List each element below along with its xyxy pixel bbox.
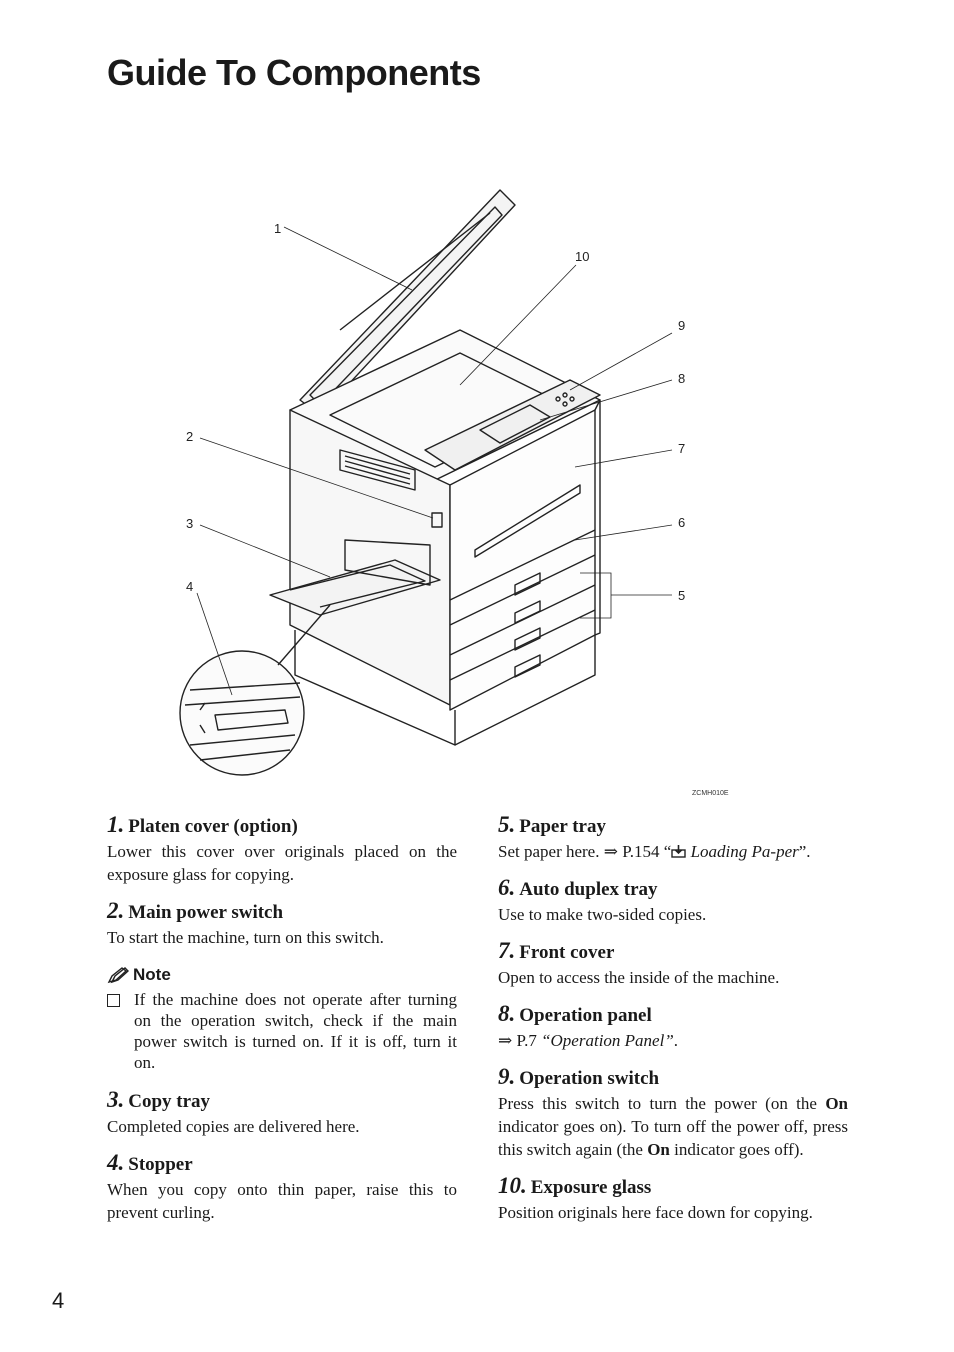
item-number: 1. <box>107 812 125 837</box>
item-copy-tray: 3.Copy tray Completed copies are deliver… <box>107 1087 457 1138</box>
desc-text: indicator goes on). To turn off the powe… <box>498 1117 848 1159</box>
callout-label: 6 <box>678 515 685 530</box>
item-description: Set paper here. ⇒ P.154 “ Loading Pa-per… <box>498 840 848 863</box>
item-front-cover: 7.Front cover Open to access the inside … <box>498 938 848 989</box>
desc-prefix: ⇒ P.7 <box>498 1031 542 1050</box>
item-number: 2. <box>107 898 125 923</box>
item-description: Press this switch to turn the power (on … <box>498 1092 848 1161</box>
note-body: If the machine does not operate after tu… <box>107 989 457 1073</box>
item-main-power-switch: 2.Main power switch To start the machine… <box>107 898 457 949</box>
figure-code: ZCMH010E <box>692 790 729 797</box>
description-column-left: 1.Platen cover (option) Lower this cover… <box>107 812 457 1236</box>
item-title: Platen cover (option) <box>128 816 298 837</box>
desc-text: Press this switch to turn the power (on … <box>498 1094 826 1113</box>
item-number: 4. <box>107 1150 125 1175</box>
page-number: 4 <box>52 1288 65 1313</box>
callout-label: 1 <box>274 221 281 236</box>
item-title: Main power switch <box>128 902 284 923</box>
indicator-name: On <box>825 1094 848 1113</box>
item-number: 3. <box>107 1087 125 1112</box>
checkbox-bullet-icon <box>107 994 120 1007</box>
callout-label: 4 <box>186 579 193 594</box>
item-number: 7. <box>498 938 516 963</box>
item-description: Open to access the inside of the machine… <box>498 968 780 987</box>
item-platen-cover: 1.Platen cover (option) Lower this cover… <box>107 812 457 886</box>
item-description: Use to make two-sided copies. <box>498 905 707 924</box>
item-title: Stopper <box>128 1154 193 1175</box>
cross-reference-link[interactable]: “Operation Panel” <box>541 1031 674 1050</box>
callout-label: 9 <box>678 318 685 333</box>
load-paper-icon <box>671 845 687 858</box>
item-title: Exposure glass <box>530 1177 652 1198</box>
item-auto-duplex-tray: 6.Auto duplex tray Use to make two-sided… <box>498 875 848 926</box>
callout-label: 3 <box>186 516 193 531</box>
item-description: Position originals here face down for co… <box>498 1203 813 1222</box>
indicator-name: On <box>647 1140 670 1159</box>
desc-prefix: Set paper here. ⇒ P.154 “ <box>498 842 672 861</box>
page-title: Guide To Components <box>107 52 481 93</box>
item-number: 6. <box>498 875 516 900</box>
item-exposure-glass: 10.Exposure glass Position originals her… <box>498 1173 848 1224</box>
item-stopper: 4.Stopper When you copy onto thin paper,… <box>107 1150 457 1224</box>
callout-label: 10 <box>575 249 589 264</box>
pencil-icon <box>107 967 129 984</box>
item-title: Operation switch <box>519 1068 660 1089</box>
cross-reference-link[interactable]: Loading Pa-per <box>690 842 799 861</box>
item-operation-panel: 8.Operation panel ⇒ P.7 “Operation Panel… <box>498 1001 848 1052</box>
item-title: Operation panel <box>519 1005 652 1026</box>
item-number: 9. <box>498 1064 516 1089</box>
desc-suffix: ”. <box>798 842 811 861</box>
item-title: Auto duplex tray <box>519 879 658 900</box>
description-column-right: 5.Paper tray Set paper here. ⇒ P.154 “ L… <box>498 812 848 1236</box>
callout-label: 8 <box>678 371 685 386</box>
item-number: 8. <box>498 1001 516 1026</box>
item-number: 10. <box>498 1173 527 1198</box>
item-title: Copy tray <box>128 1091 211 1112</box>
callout-label: 7 <box>678 441 685 456</box>
item-paper-tray: 5.Paper tray Set paper here. ⇒ P.154 “ L… <box>498 812 848 863</box>
callout-label: 5 <box>678 588 685 603</box>
item-title: Paper tray <box>519 816 606 837</box>
copier-illustration: 1 2 3 4 5 6 7 8 9 10 ZCMH010E <box>179 189 729 797</box>
note-text: If the machine does not operate after tu… <box>134 990 457 1072</box>
item-description: ⇒ P.7 “Operation Panel”. <box>498 1029 848 1052</box>
item-description: Lower this cover over originals placed o… <box>107 842 457 884</box>
item-description: When you copy onto thin paper, raise thi… <box>107 1180 457 1222</box>
item-description: To start the machine, turn on this switc… <box>107 928 384 947</box>
item-operation-switch: 9.Operation switch Press this switch to … <box>498 1064 848 1161</box>
note-heading: Note <box>107 965 457 985</box>
item-description: Completed copies are delivered here. <box>107 1117 360 1136</box>
callout-label: 2 <box>186 429 193 444</box>
item-title: Front cover <box>519 942 615 963</box>
desc-text: indicator goes off). <box>669 1140 804 1159</box>
item-number: 5. <box>498 812 516 837</box>
note-heading-text: Note <box>133 965 171 984</box>
desc-suffix: . <box>673 1031 679 1050</box>
